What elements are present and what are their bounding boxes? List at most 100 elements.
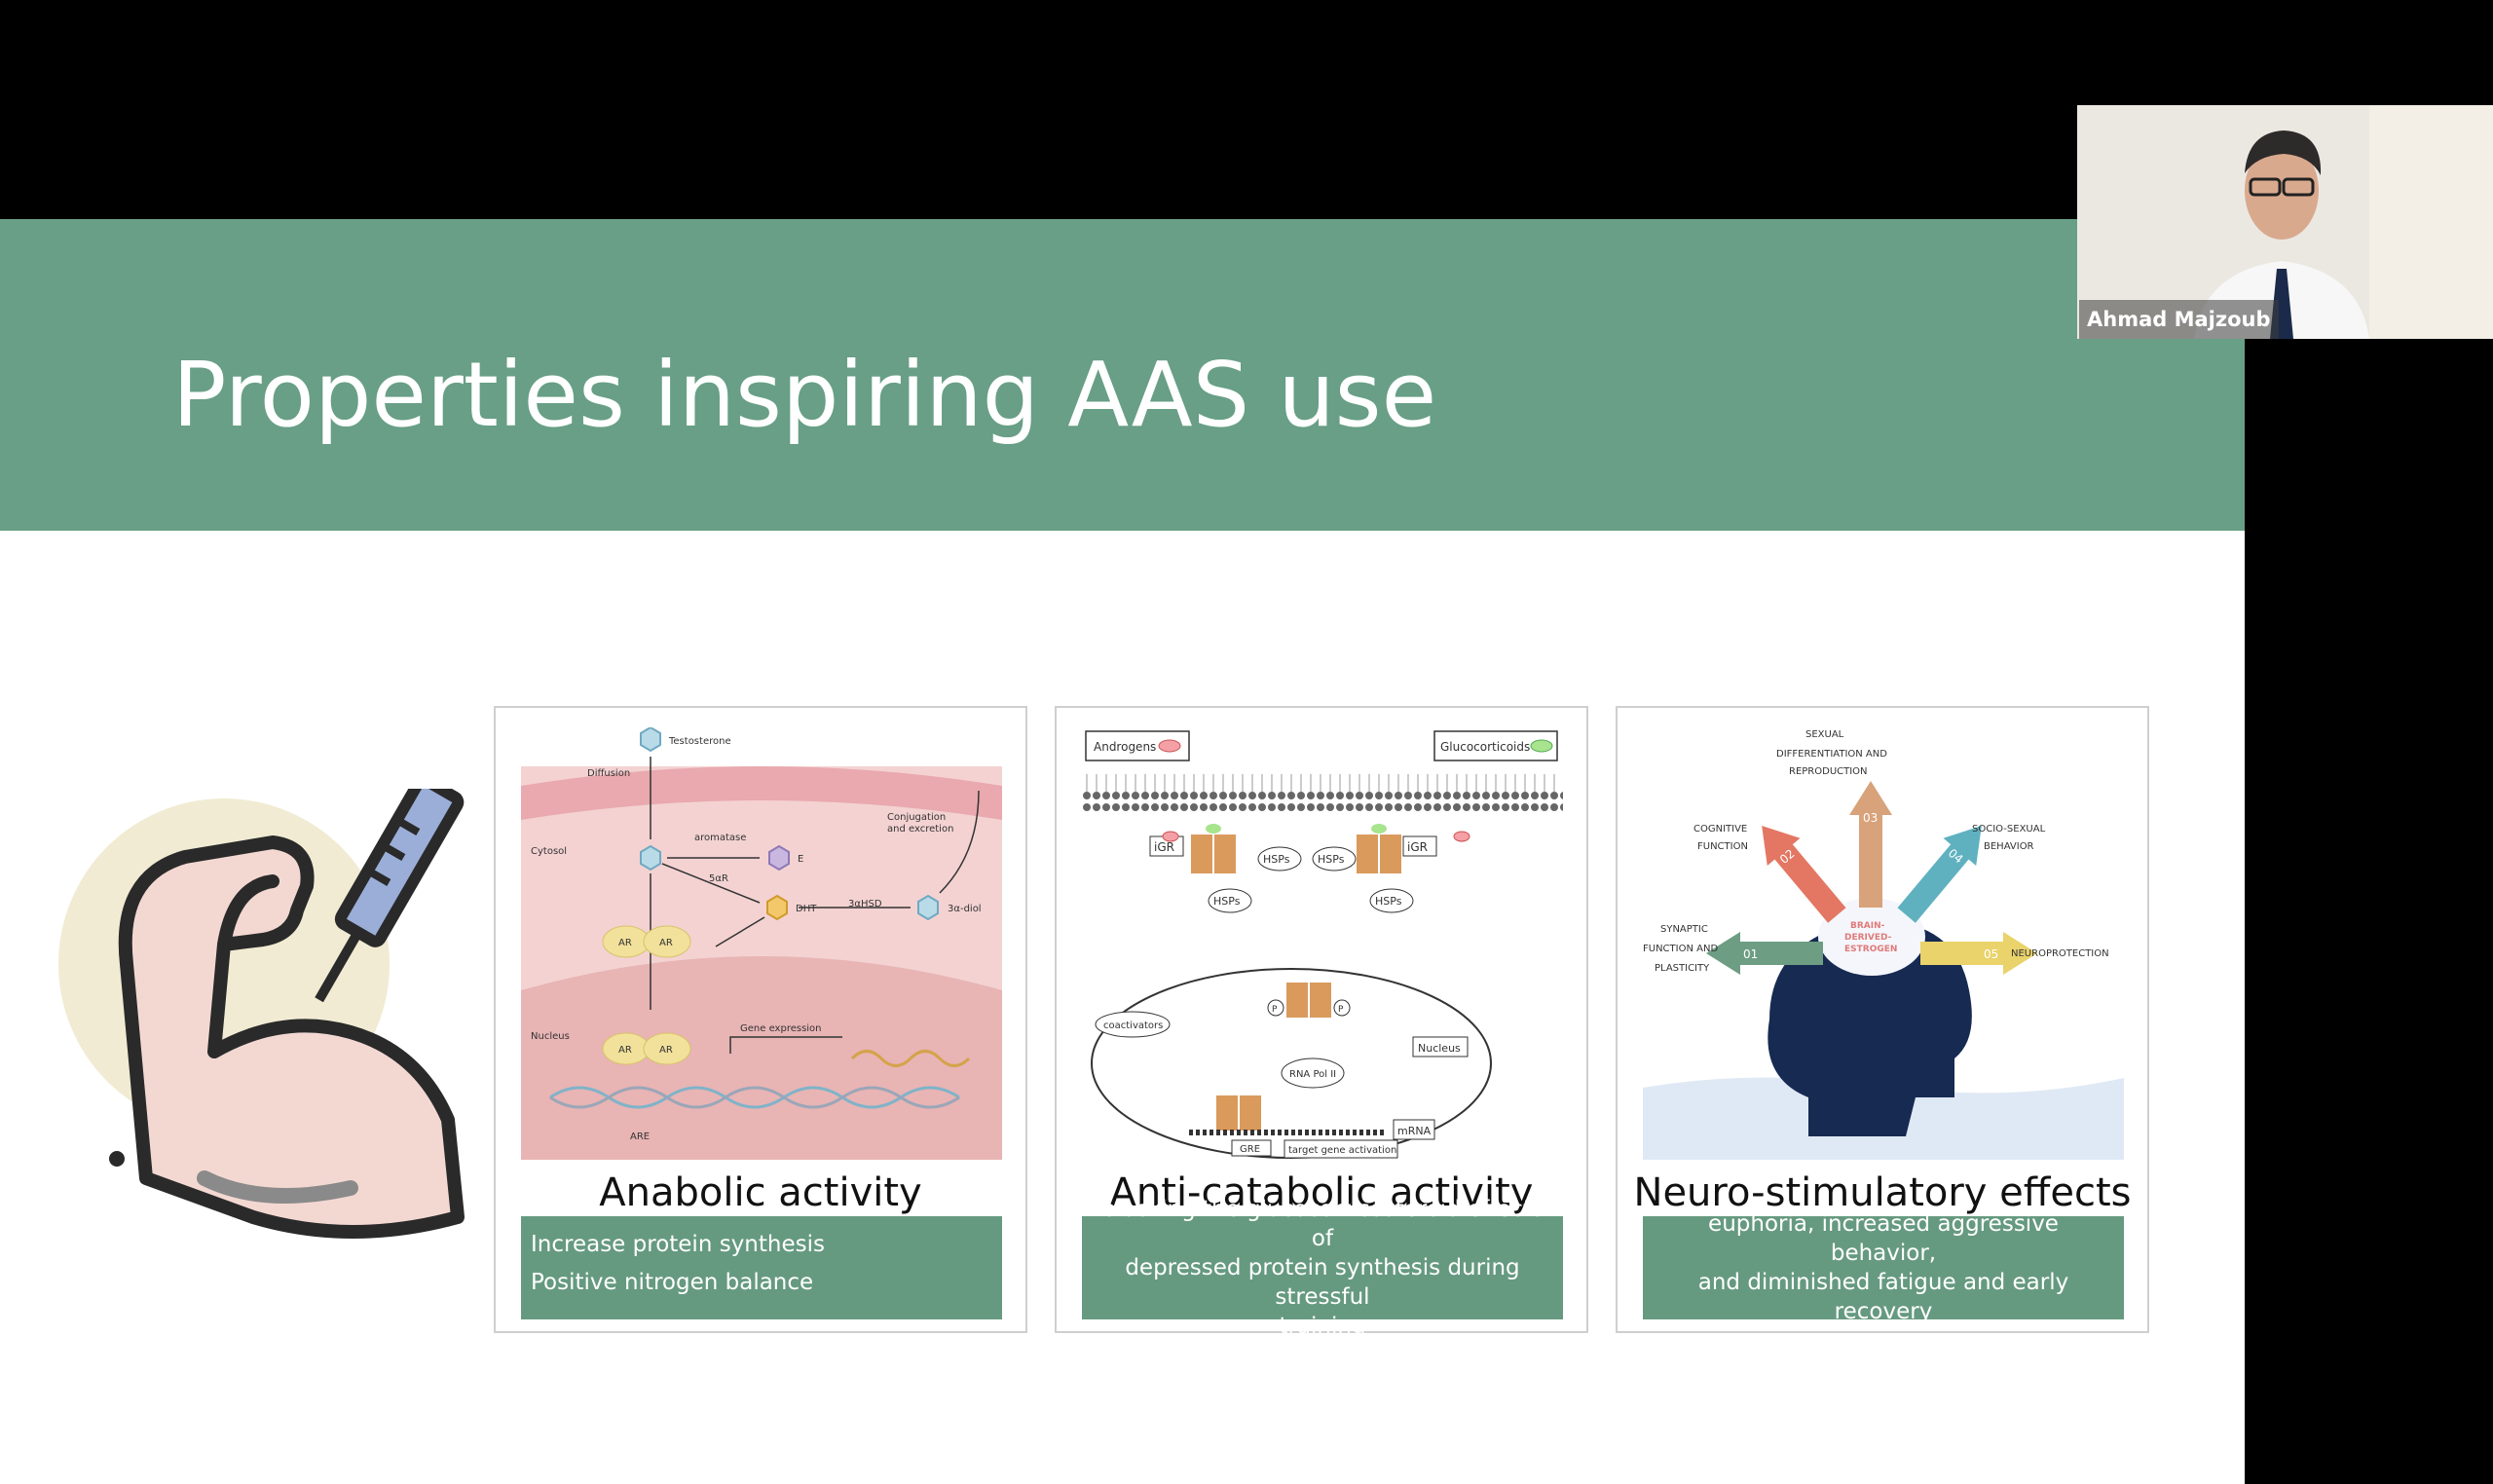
svg-text:AR: AR bbox=[618, 1045, 632, 1056]
neuro-figure: BRAIN- DERIVED- ESTROGEN 03 02 04 0 bbox=[1643, 729, 2124, 1160]
card-anti-catabolic: Androgens Glucocorticoids iGR bbox=[1055, 706, 1588, 1339]
dimer-dna bbox=[1216, 1095, 1261, 1131]
anabolic-figure: Testosterone Diffusion Cytosol aromatase… bbox=[521, 727, 1002, 1160]
svg-text:DIFFERENTIATION AND: DIFFERENTIATION AND bbox=[1776, 749, 1887, 760]
svg-text:AR: AR bbox=[659, 938, 673, 948]
svg-text:iGR: iGR bbox=[1407, 840, 1428, 854]
label-nucleus: Nucleus bbox=[531, 1031, 570, 1042]
bullet-protein-synthesis: Increase protein synthesis bbox=[531, 1232, 825, 1257]
label-excretion: and excretion bbox=[887, 824, 953, 835]
testosterone-molecule bbox=[640, 727, 661, 753]
pathway-arrows bbox=[650, 757, 980, 1054]
flexed-arm-syringe-illustration bbox=[58, 789, 465, 1239]
svg-text:P: P bbox=[1272, 1005, 1278, 1015]
glucocorticoid-symbol bbox=[1530, 739, 1553, 753]
svg-text:FUNCTION: FUNCTION bbox=[1697, 841, 1748, 852]
text-line: depressed protein synthesis during stres… bbox=[1125, 1255, 1520, 1310]
title-band: Properties inspiring AAS use bbox=[0, 219, 2245, 531]
mrna-box bbox=[1393, 1119, 1435, 1140]
svg-text:HSPs: HSPs bbox=[1318, 853, 1345, 866]
label-aromatase: aromatase bbox=[694, 833, 746, 843]
arrow-01: 01 bbox=[1706, 932, 1823, 975]
rna-pol-bubble bbox=[1281, 1057, 1345, 1089]
arm-detail bbox=[217, 874, 279, 951]
card-title-neuro: Neuro-stimulatory effects bbox=[1633, 1170, 2132, 1215]
svg-text:BEHAVIOR: BEHAVIOR bbox=[1984, 841, 2034, 852]
presenter-hair bbox=[2245, 130, 2322, 175]
nucleus-region bbox=[521, 956, 1002, 1160]
target-box bbox=[1284, 1139, 1398, 1159]
bullet-nitrogen-balance: Positive nitrogen balance bbox=[531, 1270, 814, 1295]
cell-membrane bbox=[521, 766, 1002, 820]
card-body-neuro: euphoria, increased aggressive behavior,… bbox=[1643, 1211, 2124, 1324]
webcam-video-tile[interactable]: Ahmad Majzoub bbox=[2077, 105, 2493, 339]
mrna-strand bbox=[850, 1050, 971, 1067]
brain-cloud bbox=[1818, 898, 1925, 976]
anti-catabolic-figure: Androgens Glucocorticoids iGR bbox=[1082, 730, 1563, 1159]
svg-text:FUNCTION AND: FUNCTION AND bbox=[1643, 944, 1718, 954]
svg-text:REPRODUCTION: REPRODUCTION bbox=[1789, 766, 1868, 777]
label-conjugation: Conjugation bbox=[887, 812, 946, 823]
glasses-icon bbox=[2249, 177, 2282, 197]
label-diffusion: Diffusion bbox=[587, 768, 630, 779]
svg-text:P: P bbox=[1338, 1005, 1344, 1015]
label-brain-3: ESTROGEN bbox=[1844, 945, 1897, 954]
estradiol-molecule bbox=[768, 844, 790, 872]
svg-text:PLASTICITY: PLASTICITY bbox=[1655, 963, 1710, 974]
arm-shape bbox=[118, 835, 465, 1239]
label-gene-expression: Gene expression bbox=[740, 1023, 822, 1034]
dimer-center: P P bbox=[1267, 983, 1351, 1018]
hsp-labels: HSPs HSPs HSPs HSPs bbox=[1208, 846, 1414, 913]
svg-text:03: 03 bbox=[1863, 811, 1878, 825]
label-dht: DHT bbox=[796, 904, 817, 914]
coactivators-bubble bbox=[1095, 1011, 1171, 1038]
neuro-labels: SEXUAL DIFFERENTIATION AND REPRODUCTION … bbox=[1643, 729, 2109, 974]
card-title-anti-catabolic: Anti-catabolic activity bbox=[1109, 1170, 1534, 1215]
dot-icon bbox=[109, 1151, 125, 1167]
label-coactivators: coactivators bbox=[1103, 1020, 1163, 1031]
label-gre: GRE bbox=[1240, 1144, 1260, 1155]
testosterone-cytosol bbox=[640, 844, 661, 872]
nucleus-label-box bbox=[1412, 1036, 1469, 1057]
dna-helix bbox=[549, 1086, 960, 1109]
diol-molecule bbox=[917, 894, 939, 921]
arm-shadow bbox=[197, 1170, 358, 1204]
text-line: training bbox=[1279, 1314, 1366, 1339]
card-body-anabolic: Increase protein synthesis Positive nitr… bbox=[521, 1216, 1002, 1319]
label-brain-2: DERIVED- bbox=[1844, 933, 1892, 943]
svg-text:COGNITIVE: COGNITIVE bbox=[1693, 824, 1747, 835]
label-e2: E bbox=[798, 854, 803, 865]
label-3adiol: 3α-diol bbox=[948, 904, 982, 914]
card-anabolic: Testosterone Diffusion Cytosol aromatase… bbox=[494, 706, 1027, 1333]
svg-text:SOCIO-SEXUAL: SOCIO-SEXUAL bbox=[1972, 824, 2046, 835]
participant-name-label: Ahmad Majzoub bbox=[2079, 300, 2279, 339]
text-line: euphoria, increased aggressive behavior, bbox=[1708, 1211, 2059, 1266]
card-body-anti-catabolic: blocking the glucocorticosteroid effects… bbox=[1082, 1197, 1563, 1339]
card-title-anabolic: Anabolic activity bbox=[599, 1170, 922, 1215]
svg-text:Glucocorticoids: Glucocorticoids bbox=[1440, 740, 1530, 754]
androgen-left bbox=[1162, 831, 1179, 842]
label-are: ARE bbox=[630, 1132, 650, 1142]
label-mrna: mRNA bbox=[1397, 1125, 1432, 1137]
svg-text:HSPs: HSPs bbox=[1213, 895, 1241, 908]
label-5ar: 5αR bbox=[709, 873, 728, 884]
svg-text:SYNAPTIC: SYNAPTIC bbox=[1660, 924, 1708, 935]
svg-text:Androgens: Androgens bbox=[1094, 740, 1156, 754]
arrow-02: 02 bbox=[1762, 826, 1846, 923]
slide-title: Properties inspiring AAS use bbox=[172, 343, 1437, 447]
svg-text:01: 01 bbox=[1743, 947, 1758, 961]
label-rna-pol: RNA Pol II bbox=[1289, 1069, 1336, 1080]
androgen-symbol bbox=[1158, 739, 1181, 753]
arrow-03: 03 bbox=[1849, 781, 1892, 908]
svg-text:SEXUAL: SEXUAL bbox=[1805, 729, 1844, 740]
label-target-gene: target gene activation bbox=[1288, 1145, 1396, 1156]
receptor-left: iGR bbox=[1149, 824, 1236, 873]
arrow-05: 05 bbox=[1920, 932, 2037, 975]
label-brain-1: BRAIN- bbox=[1850, 921, 1885, 931]
androgen-receptor-complex: AR AR AR AR bbox=[602, 925, 691, 1065]
label-testosterone: Testosterone bbox=[668, 736, 731, 747]
cell-membrane bbox=[1082, 774, 1563, 811]
label-cytosol: Cytosol bbox=[531, 846, 567, 857]
label-nucleus: Nucleus bbox=[1418, 1042, 1461, 1055]
card-neuro: BRAIN- DERIVED- ESTROGEN 03 02 04 0 bbox=[1616, 706, 2149, 1333]
